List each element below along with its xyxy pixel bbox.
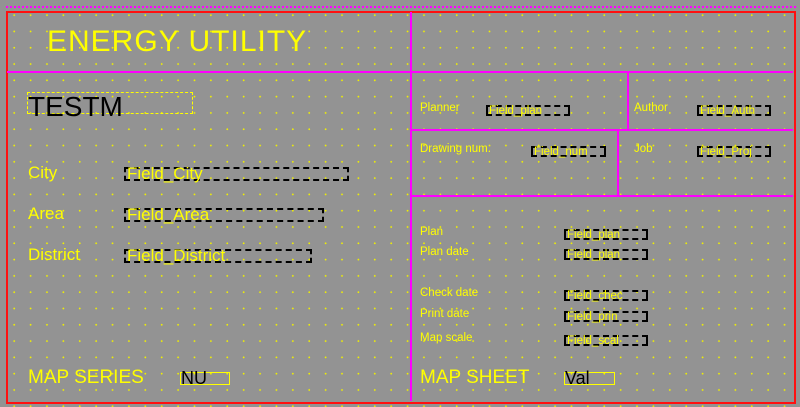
plan-value: Field_plan (567, 229, 621, 241)
title-text[interactable]: ENERGY UTILITY (47, 25, 308, 58)
drawing-num-value: Field_num (534, 146, 588, 158)
area-value: Field_Area (127, 205, 210, 224)
area-label: Area (28, 204, 64, 223)
job-label: Job (634, 143, 653, 155)
district-value: Field_District (127, 246, 226, 265)
print-date-value: Field_prin (567, 311, 618, 323)
plan-field[interactable]: Field_plan (564, 229, 648, 241)
planner-value: Field_plan (489, 105, 543, 117)
author-value: Field_Auth (700, 105, 755, 117)
name-value: TESTM (28, 91, 123, 122)
check-date-value: Field_chec (567, 290, 623, 302)
page-boundary (6, 6, 796, 8)
city-value: Field_City (127, 164, 203, 183)
author-label: Author (634, 102, 668, 114)
print-date-label: Print date (420, 308, 470, 320)
name-field[interactable]: TESTM (27, 92, 193, 121)
divider-drawing-job (617, 130, 619, 196)
drawing-num-field[interactable]: Field_num (531, 146, 606, 158)
job-value: Field_Proj (700, 146, 752, 158)
divider-vertical-main (410, 12, 412, 401)
divider-right-2 (411, 195, 793, 197)
drawing-num-label: Drawing num. (420, 143, 491, 155)
divider-planner-author (627, 72, 629, 130)
map-scale-label: Map scale (420, 332, 473, 344)
plan-label: Plan (420, 226, 444, 238)
map-series-value: NU (181, 368, 207, 388)
area-field[interactable]: Field_Area (124, 205, 324, 224)
plan-date-label: Plan date (420, 246, 469, 258)
planner-label: Planner (420, 102, 460, 114)
check-date-field[interactable]: Field_chec (564, 290, 648, 302)
planner-field[interactable]: Field_plan (486, 105, 570, 117)
divider-header (7, 71, 793, 73)
map-series-field[interactable]: NU (180, 369, 230, 387)
plan-date-value: Field_plan (567, 249, 621, 261)
map-sheet-field[interactable]: Val (564, 369, 615, 387)
job-field[interactable]: Field_Proj (697, 146, 771, 158)
print-date-field[interactable]: Field_prin (564, 311, 648, 323)
plan-date-field[interactable]: Field_plan (564, 249, 648, 261)
district-field[interactable]: Field_District (124, 246, 312, 265)
city-field[interactable]: Field_City (124, 164, 349, 183)
map-scale-value: Field_scal (567, 335, 619, 347)
district-label: District (28, 245, 80, 264)
map-sheet-value: Val (565, 368, 590, 388)
city-label: City (28, 163, 58, 182)
author-field[interactable]: Field_Auth (697, 105, 771, 117)
map-series-label: MAP SERIES (28, 367, 144, 388)
map-sheet-label: MAP SHEET (420, 367, 530, 388)
check-date-label: Check date (420, 287, 479, 299)
divider-right-1 (411, 129, 793, 131)
map-scale-field[interactable]: Field_scal (564, 335, 648, 347)
title-block-border (6, 11, 796, 404)
